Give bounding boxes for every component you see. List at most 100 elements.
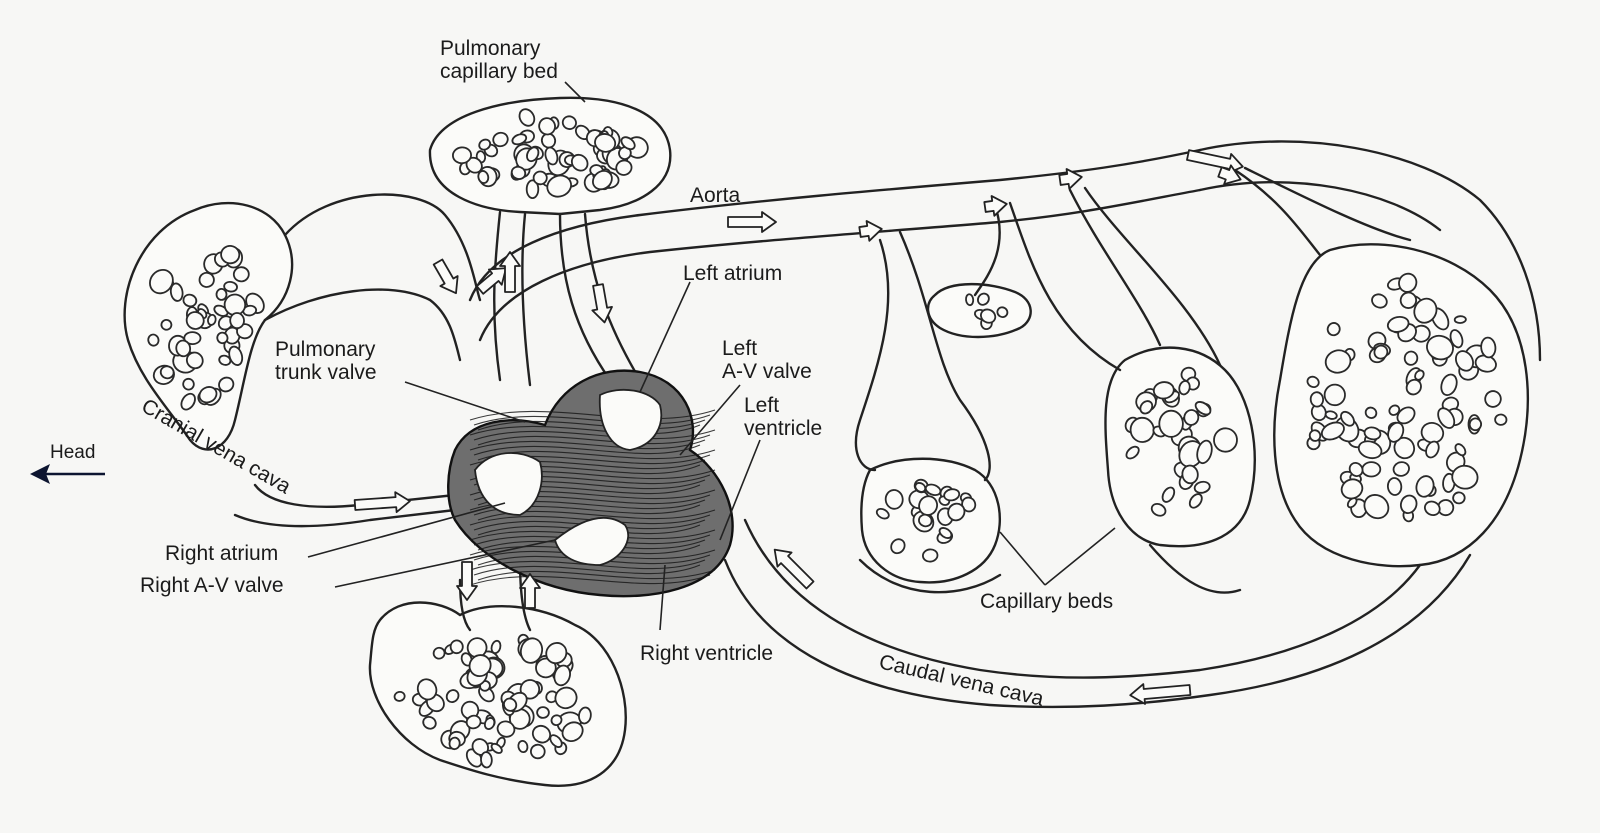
systemic-capillary-bed-c [1104,346,1256,548]
capillary-cell [422,715,437,730]
right-atrium-chamber [474,452,543,516]
heart-shading-line [473,414,711,426]
capillary-cell [620,136,636,151]
capillary-cell [1405,378,1422,396]
capillary-cell [1453,315,1467,324]
capillary-cell [1386,316,1410,333]
capillary-cell [1371,293,1388,309]
capillary-cell [592,170,613,191]
hollow-arrow-icon [456,561,478,601]
capillary-cell [570,153,589,172]
capillary-cell [1183,409,1200,426]
capillary-cell [218,354,232,366]
capillary-cell [922,548,939,563]
capillary-cell [947,502,966,522]
capillary-cell [1451,464,1479,490]
capillary-cell [530,743,546,760]
capillary-cell [223,280,238,293]
capillary-cell [578,706,592,725]
capillary-cell [228,345,244,366]
label-right-ventricle: Right ventricle [640,642,773,665]
capillary-cell [544,146,559,166]
capillary-cell [480,751,493,769]
capillary-cell [1468,417,1483,432]
capillary-cell [1425,440,1440,459]
capillary-cell [1387,421,1405,443]
capillary-cell [965,293,975,307]
hollow-arrow-icon [727,211,777,233]
capillary-cell [1346,497,1358,509]
capillary-cell [160,318,173,331]
capillary-cell [615,159,633,176]
capillary-cell [549,734,563,748]
capillary-cell [483,717,496,730]
capillary-cell [1194,401,1212,416]
systemic-capillary-bed-a [860,457,1002,584]
label-capillary-beds: Capillary beds [980,590,1113,613]
capillary-cell [1158,409,1184,438]
systemic-capillary-bed-b [926,282,1032,339]
label-left-av-valve-2: A-V valve [722,360,812,383]
capillary-cell [1324,349,1352,374]
capillary-cell [554,686,578,710]
capillary-cell [1420,422,1445,444]
heart [447,369,734,598]
capillary-cell [149,269,174,295]
capillary-cell [938,527,953,539]
capillary-cell [1326,322,1341,337]
hollow-arrow-icon [591,283,613,324]
capillary-cell [525,179,540,199]
capillary-cell [1361,461,1382,478]
capillary-cell [1392,461,1410,477]
capillary-cell [538,117,556,136]
capillary-cell [1363,426,1382,441]
label-left-av-valve-1: Left [722,337,757,360]
capillary-cell [492,131,509,148]
capillary-cell [169,282,184,302]
heart-shading-line [473,564,701,576]
capillary-cell [175,339,192,358]
capillary-cell [518,108,536,127]
capillary-cell [466,637,488,659]
capillary-cell [198,271,215,288]
capillary-cell [536,706,550,719]
capillary-cell [223,293,247,316]
capillary-cell [215,288,228,301]
capillary-cell [1373,344,1389,360]
capillary-cell [1426,334,1454,361]
capillary-cell [180,392,196,411]
capillary-cell [477,170,490,184]
left-arrow-icon [30,464,105,484]
capillary-cell [1364,406,1378,419]
capillary-cell [1161,486,1176,503]
capillary-cell [1403,350,1419,366]
label-pulmonary-trunk-valve-2: trunk valve [275,361,377,384]
capillary-cell [1340,410,1355,427]
capillary-cell [1348,462,1364,477]
capillary-cell [1437,407,1456,429]
capillary-cell [1181,464,1199,485]
capillary-cell [553,664,571,687]
capillary-cell [207,313,217,326]
capillary-cell [943,488,961,502]
hollow-arrow-icon [499,251,521,293]
capillary-cell [159,365,175,380]
heart-shading-line [477,419,706,431]
capillary-cell [182,377,195,391]
capillary-cell [875,507,890,520]
hollow-arrow-icon [475,267,507,295]
label-head: Head [50,442,95,463]
capillary-cell [546,174,572,198]
capillary-cell [1306,375,1320,388]
leader-lines [307,81,1116,631]
capillary-cell [1399,291,1418,309]
hollow-arrow-icon [432,258,459,295]
hollow-arrow-icon [983,195,1008,217]
capillary-cell [393,690,406,702]
capillary-cell [535,657,557,679]
heart-shading-line [477,569,716,581]
capillary-cell [452,146,472,165]
capillary-cell [550,714,563,726]
